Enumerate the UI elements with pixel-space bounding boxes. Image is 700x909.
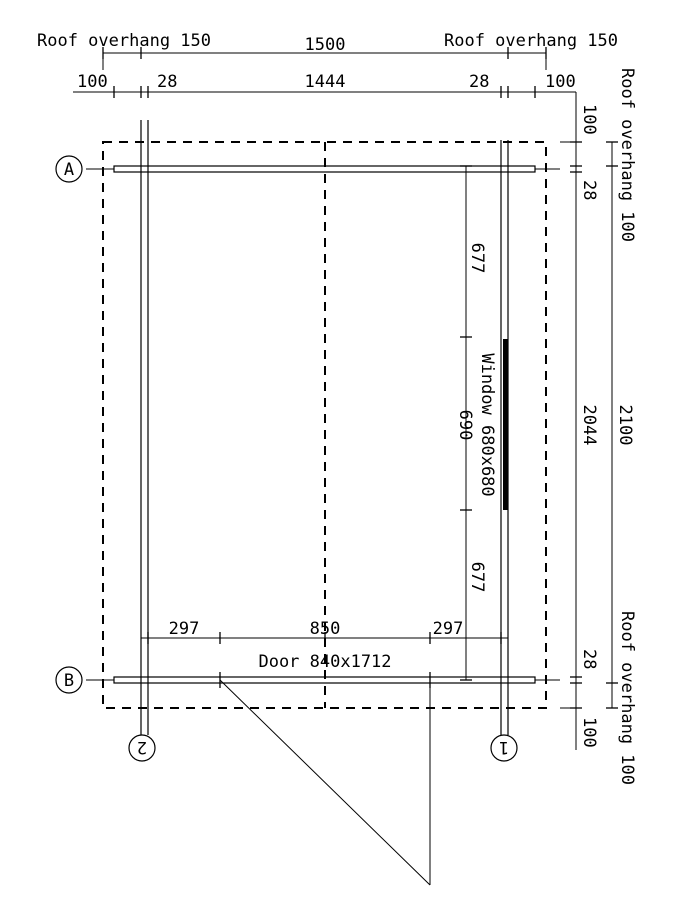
right-seg-28-top: 28 xyxy=(579,180,599,200)
window-lower-677: 677 xyxy=(467,562,487,593)
window-upper-677: 677 xyxy=(467,243,487,274)
door-swing xyxy=(219,679,431,886)
right-overhang-top-label: Roof overhang 100 xyxy=(617,68,637,242)
wall-left xyxy=(140,120,149,735)
top-overall-label: 1500 xyxy=(305,35,346,55)
door-dimension-chain xyxy=(141,632,508,644)
window-label: Window 680x680 xyxy=(477,353,497,496)
grid-bubble-a: A xyxy=(55,155,83,183)
right-dimension-chain xyxy=(560,92,618,750)
door-middle-850: 850 xyxy=(310,619,341,639)
top-overhang-left-label: Roof overhang 150 xyxy=(37,31,211,51)
top-seg-100-left: 100 xyxy=(77,72,108,92)
top-dimension-chain xyxy=(73,47,576,98)
door-left-297: 297 xyxy=(169,619,200,639)
grid-bubble-2: 2 xyxy=(128,734,156,762)
window-middle-690: 690 xyxy=(455,410,475,441)
svg-text:2: 2 xyxy=(137,737,147,757)
right-seg-100-top: 100 xyxy=(579,104,599,135)
right-seg-100-bottom: 100 xyxy=(579,717,599,748)
right-overhang-bottom-label: Roof overhang 100 xyxy=(617,611,637,785)
top-seg-100-right: 100 xyxy=(545,72,576,92)
top-seg-1444: 1444 xyxy=(305,72,346,92)
top-seg-28-right: 28 xyxy=(469,72,489,92)
door-label: Door 840x1712 xyxy=(258,652,391,672)
door-right-297: 297 xyxy=(433,619,464,639)
svg-text:B: B xyxy=(64,671,74,691)
svg-text:1: 1 xyxy=(499,737,509,757)
grid-bubble-1: 1 xyxy=(490,734,518,762)
window-symbol xyxy=(503,339,508,510)
roof-outline xyxy=(102,141,547,709)
window-dimension-chain xyxy=(460,165,472,681)
top-seg-28-left: 28 xyxy=(157,72,177,92)
top-overhang-right-label: Roof overhang 150 xyxy=(444,31,618,51)
right-overall-2100: 2100 xyxy=(615,405,635,446)
right-seg-2044: 2044 xyxy=(579,405,599,446)
svg-text:A: A xyxy=(64,160,74,180)
right-seg-28-bottom: 28 xyxy=(579,649,599,669)
grid-bubble-b: B xyxy=(55,666,83,694)
